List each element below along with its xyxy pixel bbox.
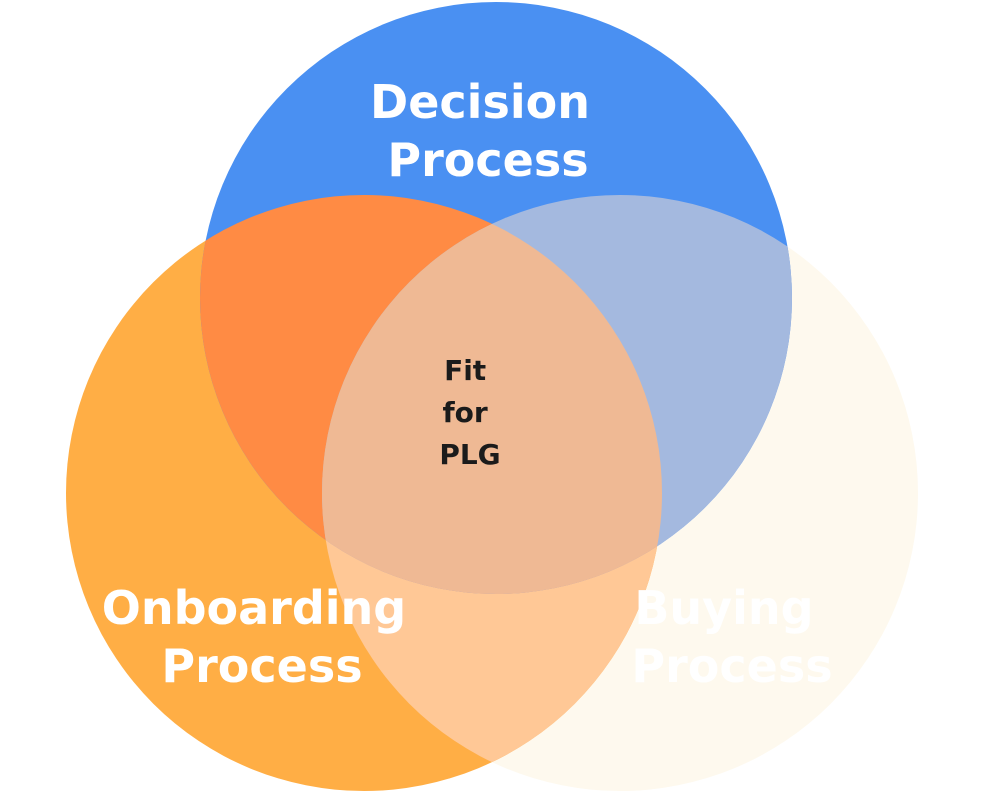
- center-label-line-2: for: [443, 396, 488, 429]
- onboarding-label-line-2: Process: [161, 639, 362, 693]
- onboarding-process-label: Onboarding Process: [102, 581, 423, 693]
- buying-process-label: Buying Process: [631, 581, 832, 693]
- fit-for-plg-overlap: [322, 195, 662, 594]
- center-label-line-1: Fit: [444, 354, 486, 387]
- decision-label-line-2: Process: [387, 133, 588, 187]
- decision-process-label: Decision Process: [370, 75, 606, 187]
- center-label-line-3: PLG: [439, 438, 500, 471]
- onboarding-label-line-1: Onboarding: [102, 581, 406, 635]
- decision-label-line-1: Decision: [370, 75, 590, 129]
- fit-for-plg-label: Fit for PLG: [439, 354, 500, 471]
- buying-label-line-1: Buying: [634, 581, 813, 635]
- buying-label-line-2: Process: [631, 639, 832, 693]
